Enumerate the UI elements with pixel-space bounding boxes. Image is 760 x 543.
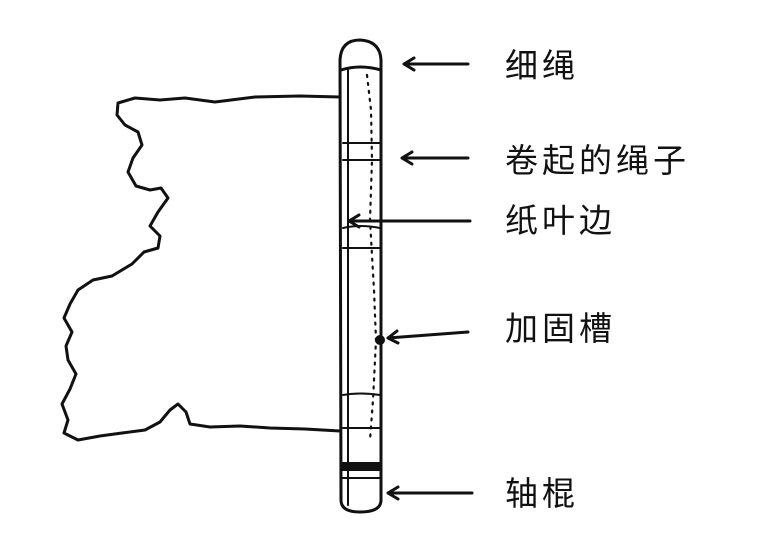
label-thin-rope: 细绳 bbox=[505, 46, 579, 85]
paper-leaf bbox=[60, 94, 342, 442]
thin-rope-dotted bbox=[365, 73, 378, 442]
groove-mark bbox=[375, 335, 385, 345]
rope-band-line-3 bbox=[342, 225, 381, 229]
arrow-leaf-edge bbox=[347, 213, 472, 229]
arrow-rolled-rope bbox=[400, 150, 470, 166]
shaft-bottom-band bbox=[341, 462, 381, 471]
arrow-roller-shaft bbox=[386, 485, 474, 501]
roller-shaft bbox=[338, 38, 383, 514]
label-rolled-rope: 卷起的绳子 bbox=[505, 141, 690, 180]
label-leaf-edge: 纸叶边 bbox=[505, 201, 616, 240]
arrow-thin-rope bbox=[402, 56, 470, 72]
arrow-reinforcing-groove bbox=[386, 329, 470, 345]
label-reinforcing-groove: 加固槽 bbox=[505, 309, 616, 348]
label-roller-shaft: 轴棍 bbox=[505, 474, 579, 513]
shaft-top-rim bbox=[339, 65, 383, 72]
rope-band-line-5 bbox=[342, 392, 381, 396]
